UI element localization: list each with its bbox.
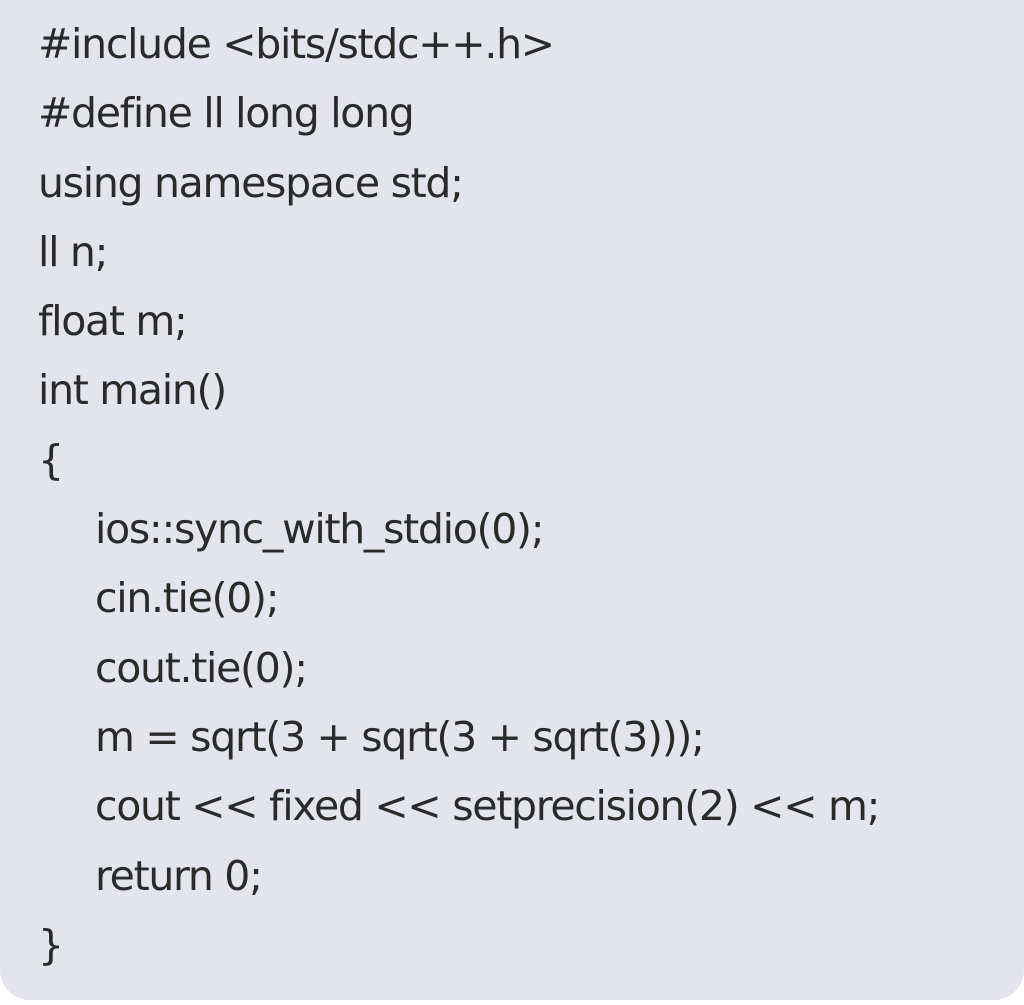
- code-line: {: [38, 435, 64, 484]
- code-line: m = sqrt(3 + sqrt(3 + sqrt(3)));: [95, 712, 705, 761]
- code-line: float m;: [38, 297, 188, 346]
- code-line: ios::sync_with_stdio(0);: [95, 505, 545, 554]
- code-line: return 0;: [95, 851, 263, 900]
- code-line: cin.tie(0);: [95, 574, 280, 623]
- code-line: #define ll long long: [38, 89, 415, 138]
- code-line: #include <bits/stdc++.h>: [38, 20, 555, 68]
- code-line: ll n;: [38, 227, 108, 276]
- code-line: cout.tie(0);: [95, 643, 308, 692]
- code-line: using namespace std;: [38, 158, 464, 207]
- code-line: cout << fixed << setprecision(2) << m;: [95, 782, 880, 831]
- code-line: }: [38, 920, 64, 969]
- code-line: int main(): [38, 366, 227, 415]
